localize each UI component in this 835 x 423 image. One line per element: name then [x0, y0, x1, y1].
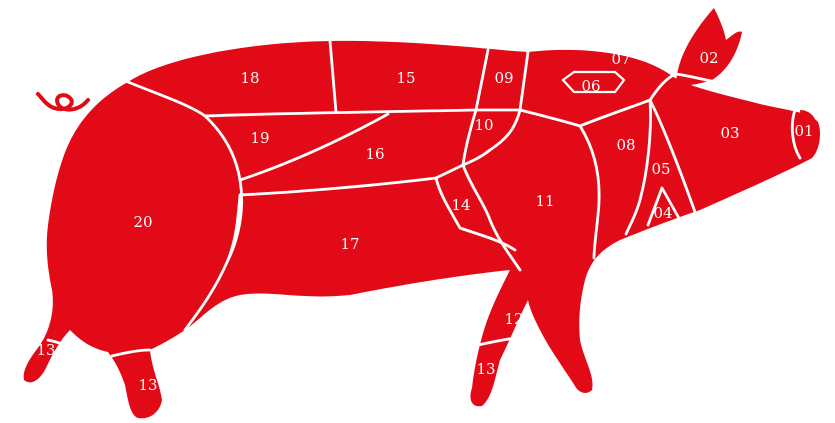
cut-label-13-rear-right: 13 [138, 376, 157, 394]
cut-label-01: 01 [794, 122, 813, 140]
cut-label-14: 14 [451, 196, 470, 214]
cut-label-13-front: 13 [476, 360, 495, 378]
cut-label-07: 07 [611, 50, 630, 68]
ear [676, 8, 742, 86]
tail [36, 92, 90, 112]
cut-label-10: 10 [474, 116, 493, 134]
cut-label-15: 15 [396, 69, 415, 87]
cut-label-12: 12 [504, 310, 523, 328]
cut-label-13-rear-left: 13 [36, 341, 55, 359]
cut-divider-lines [46, 39, 802, 358]
cut-label-02: 02 [699, 49, 718, 67]
snout [800, 110, 818, 158]
cut-label-20: 20 [133, 213, 152, 231]
cut-label-17: 17 [340, 235, 359, 253]
cut-label-08: 08 [616, 136, 635, 154]
cut-label-19: 19 [250, 129, 269, 147]
cut-label-06: 06 [581, 77, 600, 95]
cut-label-05: 05 [651, 160, 670, 178]
cut-label-16: 16 [365, 145, 384, 163]
cut-label-18: 18 [240, 69, 259, 87]
cut-label-11: 11 [535, 192, 554, 210]
cut-label-03: 03 [720, 124, 739, 142]
cut-06-outline [561, 70, 626, 94]
cut-label-09: 09 [494, 69, 513, 87]
cut-label-04: 04 [653, 204, 672, 222]
